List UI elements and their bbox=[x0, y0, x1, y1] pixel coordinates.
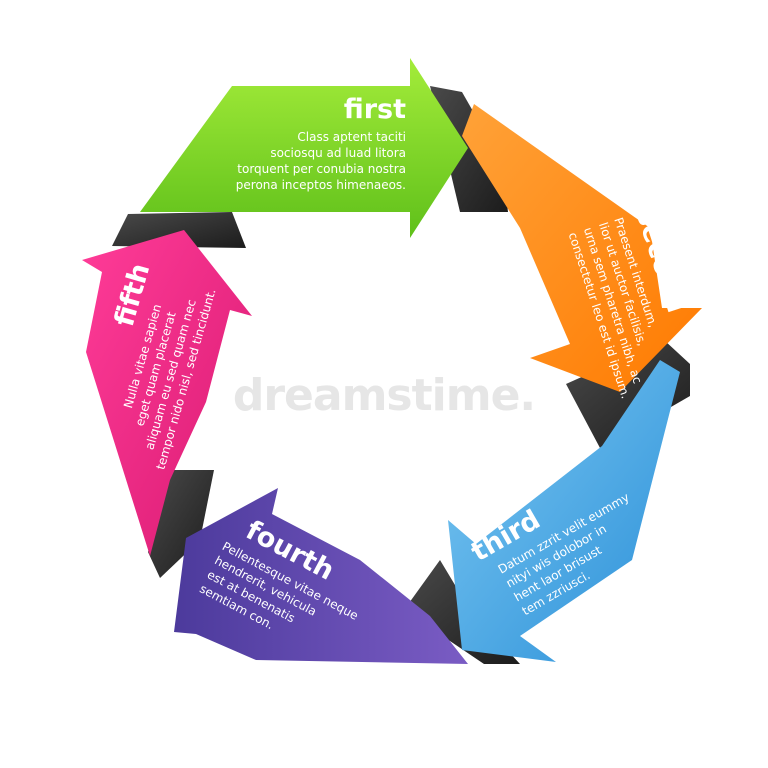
step-first-desc-line: perona inceptos himenaeos. bbox=[236, 178, 406, 192]
fifth-arrow bbox=[82, 230, 252, 556]
first-arrow bbox=[140, 58, 468, 238]
ribbon-corner-top bbox=[430, 86, 508, 212]
step-first-desc-line: torquent per conubia nostra bbox=[237, 162, 406, 176]
fourth-arrow bbox=[174, 488, 468, 664]
step-first-desc-line: Class aptent taciti bbox=[297, 130, 406, 144]
step-first-title: first bbox=[344, 94, 406, 125]
ribbon-corner-topleft bbox=[112, 212, 246, 248]
third-arrow bbox=[448, 360, 680, 662]
step-first-desc-line: sociosqu ad luad litora bbox=[270, 146, 406, 160]
second-arrow bbox=[462, 104, 702, 392]
watermark-text: dreamstime. bbox=[233, 370, 535, 421]
step-first: first Class aptent taciti sociosqu ad lu… bbox=[236, 94, 406, 192]
